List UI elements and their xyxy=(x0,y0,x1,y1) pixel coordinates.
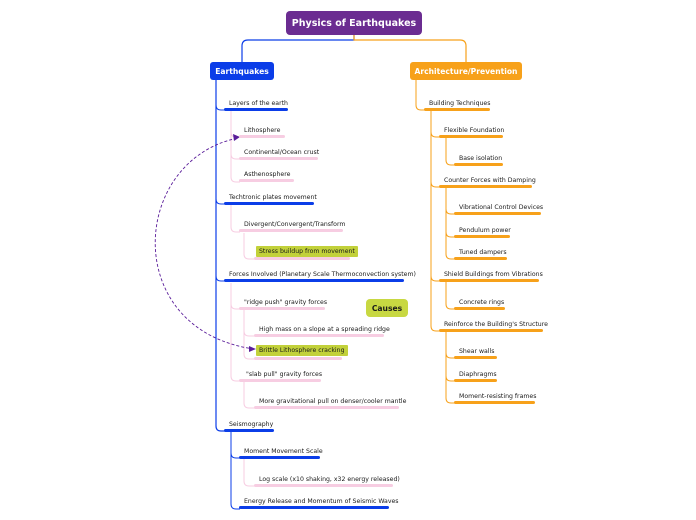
topic-pendulum-power[interactable]: Pendulum power xyxy=(459,227,511,234)
topic-shield-buildings[interactable]: Shield Buildings from Vibrations xyxy=(444,271,543,278)
underline xyxy=(239,307,325,310)
topic-continental-ocean-crust[interactable]: Continental/Ocean crust xyxy=(244,149,320,156)
underline xyxy=(254,334,384,337)
topic-layers-of-the-earth[interactable]: Layers of the earth xyxy=(229,100,288,107)
underline xyxy=(454,379,497,382)
underline xyxy=(454,401,535,404)
topic-counter-forces[interactable]: Counter Forces with Damping xyxy=(444,177,536,184)
underline xyxy=(454,212,541,215)
topic-flexible-foundation[interactable]: Flexible Foundation xyxy=(444,127,505,134)
root-topic[interactable]: Physics of Earthquakes xyxy=(286,11,422,35)
underline xyxy=(439,329,543,332)
topic-building-techniques[interactable]: Building Techniques xyxy=(429,100,491,107)
underline xyxy=(224,429,274,432)
topic-stress-buildup[interactable]: Stress buildup from movement xyxy=(256,246,358,257)
underline xyxy=(254,406,399,409)
main-topic-architecture[interactable]: Architecture/Prevention xyxy=(410,62,522,80)
topic-energy-release[interactable]: Energy Release and Momentum of Seismic W… xyxy=(244,498,399,505)
topic-tectonic-plates-movement[interactable]: Techtronic plates movement xyxy=(229,194,317,201)
underline xyxy=(454,257,507,260)
topic-ridge-push[interactable]: "ridge push" gravity forces xyxy=(244,299,328,306)
topic-ridge-push-detail[interactable]: High mass on a slope at a spreading ridg… xyxy=(259,326,390,333)
topic-diaphragms[interactable]: Diaphragms xyxy=(459,371,497,378)
topic-plate-boundaries[interactable]: Divergent/Convergent/Transform xyxy=(244,221,346,228)
underline xyxy=(239,157,318,160)
relationship-label-causes[interactable]: Causes xyxy=(366,299,408,317)
topic-brittle-lithosphere-cracking[interactable]: Brittle Lithosphere cracking xyxy=(256,345,348,356)
underline xyxy=(254,257,350,260)
topic-vibrational-control[interactable]: Vibrational Control Devices xyxy=(459,204,544,211)
main-topic-earthquakes[interactable]: Earthquakes xyxy=(210,62,274,80)
underline xyxy=(424,108,490,111)
underline xyxy=(224,279,404,282)
underline xyxy=(254,484,393,487)
underline xyxy=(239,135,285,138)
topic-slab-pull[interactable]: "slab pull" gravity forces xyxy=(246,371,323,378)
underline xyxy=(454,235,510,238)
underline xyxy=(224,202,314,205)
underline xyxy=(239,229,343,232)
topic-lithosphere[interactable]: Lithosphere xyxy=(244,127,281,134)
underline xyxy=(439,135,503,138)
topic-forces-involved[interactable]: Forces Involved (Planetary Scale Thermoc… xyxy=(229,271,416,278)
underline xyxy=(454,356,497,359)
topic-concrete-rings[interactable]: Concrete rings xyxy=(459,299,505,306)
underline xyxy=(224,108,288,111)
underline xyxy=(439,279,539,282)
underline xyxy=(439,185,532,188)
underline xyxy=(239,506,389,509)
topic-base-isolation[interactable]: Base isolation xyxy=(459,155,503,162)
underline xyxy=(239,379,321,382)
underline xyxy=(239,456,320,459)
topic-seismography[interactable]: Seismography xyxy=(229,421,274,428)
topic-moment-movement-scale[interactable]: Moment Movement Scale xyxy=(244,448,323,455)
underline xyxy=(454,163,503,166)
topic-asthenosphere[interactable]: Asthenosphere xyxy=(244,171,291,178)
underline xyxy=(254,357,342,360)
topic-reinforce-structure[interactable]: Reinforce the Building's Structure xyxy=(444,321,548,328)
topic-moment-resisting-frames[interactable]: Moment-resisting frames xyxy=(459,393,537,400)
topic-slab-pull-detail[interactable]: More gravitational pull on denser/cooler… xyxy=(259,398,407,405)
topic-log-scale[interactable]: Log scale (x10 shaking, x32 energy relea… xyxy=(259,476,400,483)
underline xyxy=(239,179,294,182)
underline xyxy=(454,307,505,310)
topic-shear-walls[interactable]: Shear walls xyxy=(459,348,495,355)
topic-tuned-dampers[interactable]: Tuned dampers xyxy=(459,249,507,256)
